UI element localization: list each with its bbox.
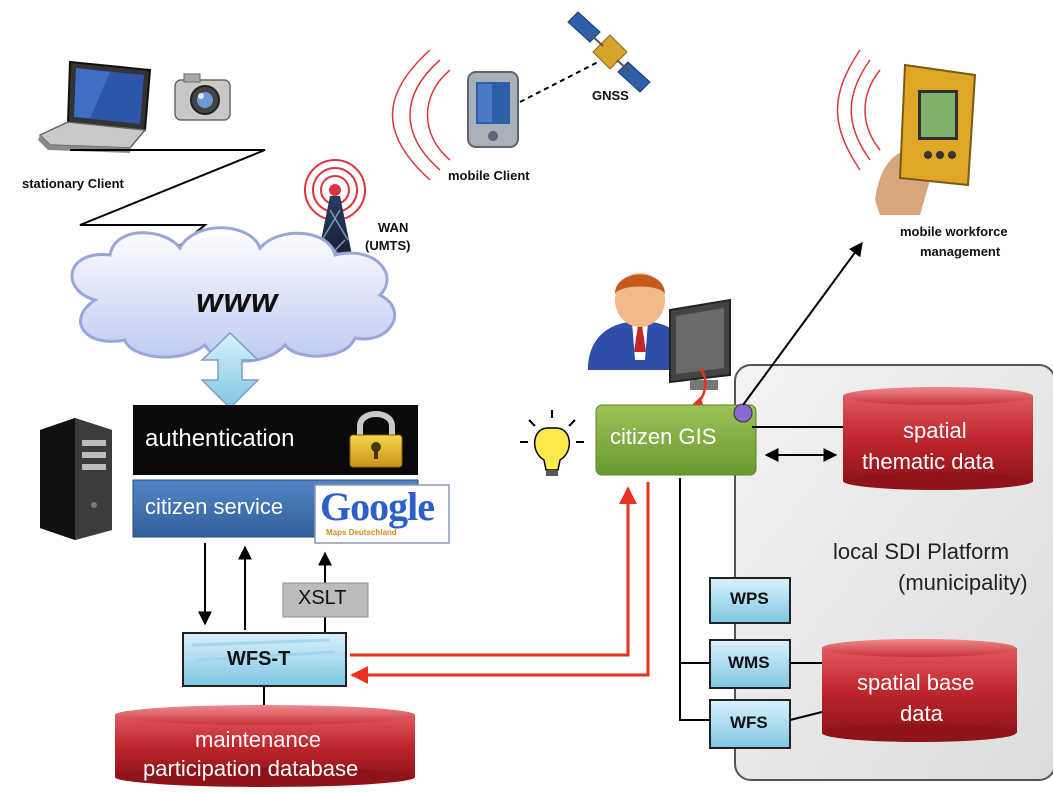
citizen-service-label: citizen service: [145, 494, 284, 519]
gis-connector-node: [733, 403, 753, 423]
spatial-base-label-2: data: [900, 701, 943, 726]
lightbulb-icon: [520, 410, 584, 476]
gnss-link: [519, 61, 599, 103]
xslt-box: [282, 582, 369, 618]
google-logo-text: Google: [320, 484, 435, 529]
wan-sub-label: (UMTS): [365, 238, 411, 253]
spatial-thematic-label: spatial: [903, 418, 967, 443]
mobile-workforce-signal-icon: [836, 49, 881, 171]
maintenance-database: [115, 705, 415, 787]
wfs-base-link: [789, 711, 823, 721]
gis-to-workforce-arrow: [742, 241, 863, 406]
pda-icon: [467, 71, 519, 148]
wms-label: WMS: [728, 653, 770, 672]
lock-icon: [349, 411, 403, 468]
wan-label: WAN: [378, 220, 409, 235]
wfst-to-gis-arrow: [350, 486, 637, 657]
stationary-client-label: stationary Client: [22, 176, 124, 191]
google-logo-subtitle: Maps Deutschland: [326, 528, 397, 537]
spatial-thematic-label-2: thematic data: [862, 449, 995, 474]
wps-box: [709, 577, 791, 624]
laptop-icon: [38, 60, 152, 153]
mobile-workforce-label: mobile workforce: [900, 224, 1008, 239]
wfs-label: WFS: [730, 713, 768, 732]
gis-to-wfst-arrow: [350, 482, 650, 684]
operator-person-icon: [588, 273, 692, 370]
spatial-base-label: spatial base: [857, 670, 975, 695]
wps-label: WPS: [730, 589, 769, 608]
www-cloud: [70, 226, 397, 363]
www-label: www: [196, 282, 279, 320]
mobile-signal-icon: [391, 49, 451, 181]
xslt-label: XSLT: [298, 587, 347, 609]
maintenance-db-label: maintenance: [195, 727, 321, 752]
wfs-t-label: WFS-T: [227, 648, 291, 670]
spatial-base-database: [822, 639, 1017, 742]
wms-box: [709, 639, 791, 689]
local-sdi-label: local SDI Platform: [833, 539, 1010, 564]
monitor-icon: [669, 298, 731, 411]
handheld-device-icon: [875, 63, 977, 215]
gis-services-tree: [679, 478, 710, 721]
wfs-box: [709, 699, 791, 749]
satellite-icon: [567, 11, 651, 93]
local-sdi-label-2: (municipality): [898, 570, 1028, 595]
camera-icon: [174, 73, 231, 121]
spatial-thematic-database: [843, 387, 1033, 490]
maintenance-db-label-2: participation database: [143, 756, 359, 781]
citizen-gis-label: citizen GIS: [610, 424, 717, 449]
mobile-client-label: mobile Client: [448, 168, 530, 183]
server-icon: [40, 418, 112, 540]
authentication-label: authentication: [145, 425, 295, 452]
gnss-label: GNSS: [592, 88, 629, 103]
citizen-gis-box: [595, 404, 757, 476]
mobile-workforce-label-2: management: [920, 244, 1001, 259]
google-maps-logo: [314, 484, 450, 544]
